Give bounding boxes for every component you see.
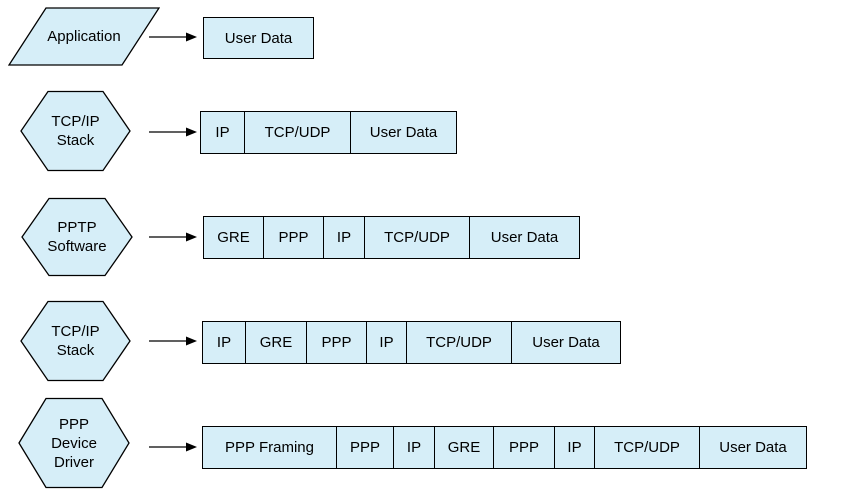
arrow-icon	[149, 232, 197, 242]
stage-label: PPTP Software	[47, 219, 107, 255]
stage-shape-pptp-software: PPTP Software	[21, 197, 133, 277]
packet-segment: User Data	[511, 322, 620, 363]
stage-shape-ppp-device-driver: PPP Device Driver	[18, 397, 130, 489]
stage-shape-tcpip-stack-2: TCP/IP Stack	[20, 300, 131, 382]
parallelogram-icon	[8, 7, 160, 66]
arrow-icon	[149, 442, 197, 452]
packet-segment: User Data	[469, 217, 579, 258]
packet-row: PPP Framing PPP IP GRE PPP IP TCP/UDP Us…	[202, 426, 807, 469]
packet-segment: PPP	[263, 217, 323, 258]
packet-segment: User Data	[350, 112, 456, 153]
packet-segment: IP	[366, 322, 406, 363]
hexagon-icon	[20, 90, 131, 172]
packet-segment: IP	[216, 334, 232, 351]
packet-row: IP TCP/UDP User Data	[200, 111, 457, 154]
packet-segment: TCP/UDP	[364, 217, 469, 258]
hexagon-icon	[21, 197, 133, 277]
packet-segment: TCP/UDP	[594, 427, 699, 468]
hexagon-icon	[20, 300, 131, 382]
packet-segment: PPP	[493, 427, 554, 468]
packet-segment: TCP/UDP	[244, 112, 350, 153]
packet-segment: PPP Framing	[225, 439, 314, 456]
packet-segment: IP	[323, 217, 364, 258]
packet-row: GRE PPP IP TCP/UDP User Data	[203, 216, 580, 259]
packet-segment: GRE	[434, 427, 493, 468]
stage-label: Application	[47, 28, 121, 45]
packet-segment: TCP/UDP	[406, 322, 511, 363]
arrow-icon	[149, 32, 197, 42]
packet-segment: GRE	[245, 322, 306, 363]
packet-segment: PPP	[336, 427, 393, 468]
packet-row: User Data	[203, 17, 314, 59]
stage-label: PPP Device Driver	[51, 415, 97, 471]
packet-segment: IP	[393, 427, 434, 468]
arrow-icon	[149, 336, 197, 346]
stage-label: TCP/IP Stack	[51, 113, 100, 149]
packet-segment: User Data	[699, 427, 806, 468]
packet-row: IP GRE PPP IP TCP/UDP User Data	[202, 321, 621, 364]
arrow-icon	[149, 127, 197, 137]
stage-shape-application: Application	[8, 7, 160, 66]
hexagon-icon	[18, 397, 130, 489]
packet-segment: IP	[554, 427, 594, 468]
stage-shape-tcpip-stack-1: TCP/IP Stack	[20, 90, 131, 172]
packet-segment: PPP	[306, 322, 366, 363]
packet-segment: GRE	[217, 229, 250, 246]
packet-segment: User Data	[224, 29, 293, 47]
packet-segment: IP	[215, 124, 230, 141]
stage-label: TCP/IP Stack	[51, 323, 100, 359]
